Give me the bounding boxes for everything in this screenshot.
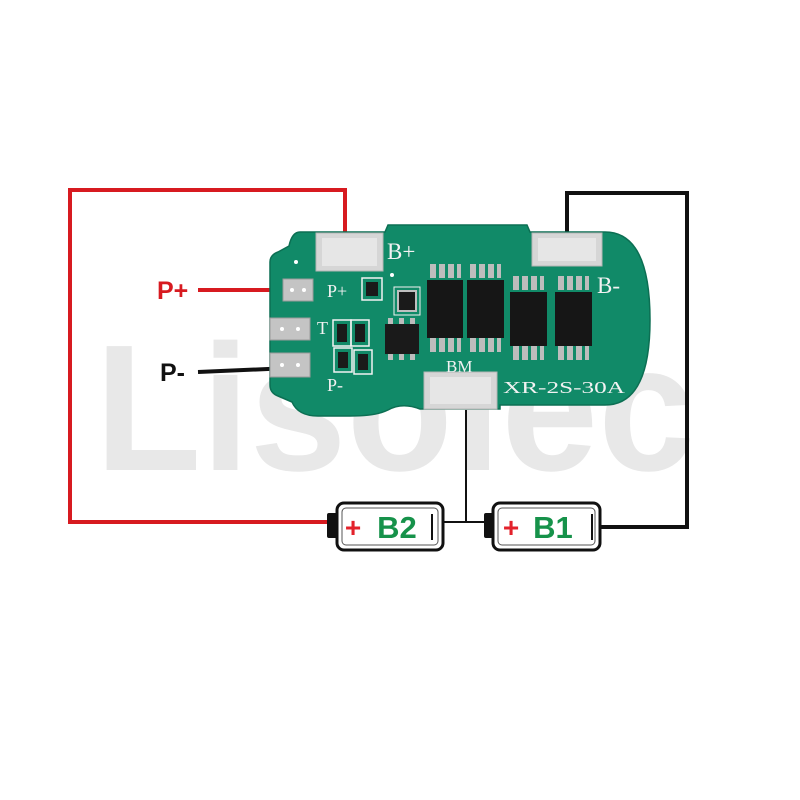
capacitor-outline	[361, 277, 383, 301]
ic-pin	[388, 354, 393, 360]
via	[296, 327, 300, 331]
p-plus-pad	[282, 278, 314, 302]
mosfet-pin	[576, 276, 582, 290]
resistor	[397, 290, 417, 312]
mosfet-pin	[531, 276, 537, 290]
battery-b2: + B2	[327, 501, 445, 552]
silk-b-plus: B+	[387, 239, 415, 264]
mosfet-pin	[567, 276, 573, 290]
ic-pin	[388, 318, 393, 324]
mosfet-pin	[558, 276, 564, 290]
mosfet-body	[510, 292, 547, 346]
mosfet-pin	[540, 346, 544, 360]
mosfet-pin	[479, 338, 485, 352]
capacitor	[366, 282, 378, 296]
battery-body	[335, 501, 445, 552]
ic-pin	[399, 354, 404, 360]
ic-pin	[399, 318, 404, 324]
mosfet-pin	[513, 276, 519, 290]
ic-pin	[410, 354, 415, 360]
mosfet-pin	[540, 276, 544, 290]
mosfet-pin	[439, 264, 445, 278]
mosfet-pin	[430, 264, 436, 278]
passive	[355, 324, 365, 342]
mosfet-pin	[576, 346, 582, 360]
mosfet-pin	[522, 346, 528, 360]
silk-b-minus: B-	[597, 273, 620, 298]
battery-b1: + B1	[484, 501, 602, 552]
battery-inner	[341, 507, 439, 546]
protection-ic	[385, 324, 419, 354]
black-wire-b-minus-to-b1	[565, 191, 689, 529]
mosfet-2	[467, 264, 504, 352]
passive-outline	[353, 349, 373, 375]
mosfet-pin	[497, 338, 501, 352]
resistor-outline	[393, 286, 421, 316]
silk-p-plus: P+	[327, 281, 347, 301]
ic-pin	[410, 318, 415, 324]
battery-inner	[497, 507, 596, 546]
passive	[338, 352, 348, 368]
pcb-board: B+ B- BM XR-2S-30A P+ T P-	[269, 224, 651, 417]
mosfet-4	[555, 276, 592, 360]
mosfet-pin	[479, 264, 485, 278]
bm-pad-shine	[430, 377, 491, 404]
via	[280, 327, 284, 331]
mosfet-pin	[585, 276, 589, 290]
passive-outline	[350, 319, 370, 347]
passive-outline	[333, 347, 353, 373]
mosfet-pin	[470, 264, 476, 278]
battery-name: B2	[377, 510, 417, 545]
silk-bm: BM	[446, 357, 472, 376]
p-minus-label: P-	[160, 359, 185, 387]
mosfet-pin	[497, 264, 501, 278]
mosfet-pin	[513, 346, 519, 360]
mosfet-pin	[488, 338, 494, 352]
via	[302, 288, 306, 292]
via	[280, 363, 284, 367]
mosfet-pin	[457, 338, 461, 352]
mosfet-pin	[558, 346, 564, 360]
mosfet-3	[510, 276, 547, 360]
via	[390, 273, 394, 277]
mosfet-pin	[439, 338, 445, 352]
mosfet-pin	[470, 338, 476, 352]
mosfet-pin	[430, 338, 436, 352]
mosfet-pin	[531, 346, 537, 360]
mosfet-pin	[448, 338, 454, 352]
b-minus-pad-shine	[538, 238, 596, 261]
battery-plus-sign: +	[503, 512, 519, 543]
battery-plus-sign: +	[345, 512, 361, 543]
p-minus-pad	[269, 352, 311, 378]
mosfet-pin	[567, 346, 573, 360]
b-plus-pad-shine	[322, 238, 377, 266]
t-pad	[269, 317, 311, 341]
silk-p-minus: P-	[327, 375, 343, 395]
mosfet-pin	[448, 264, 454, 278]
mosfet-body	[467, 280, 504, 338]
silk-t: T	[317, 318, 328, 338]
mosfet-body	[427, 280, 463, 338]
passive	[337, 324, 347, 342]
battery-name: B1	[533, 510, 573, 545]
mosfet-pin	[488, 264, 494, 278]
p-plus-label: P+	[157, 277, 188, 305]
mosfet-pin	[457, 264, 461, 278]
mosfet-pin	[585, 346, 589, 360]
mosfet-pin	[522, 276, 528, 290]
mosfet-1	[427, 264, 463, 352]
passive	[358, 354, 368, 370]
mosfet-body	[555, 292, 592, 346]
red-wire-b-plus-to-b2	[68, 188, 347, 524]
via	[296, 363, 300, 367]
via	[294, 260, 298, 264]
silk-model: XR-2S-30A	[503, 378, 626, 397]
battery-body	[491, 501, 602, 552]
via	[290, 288, 294, 292]
